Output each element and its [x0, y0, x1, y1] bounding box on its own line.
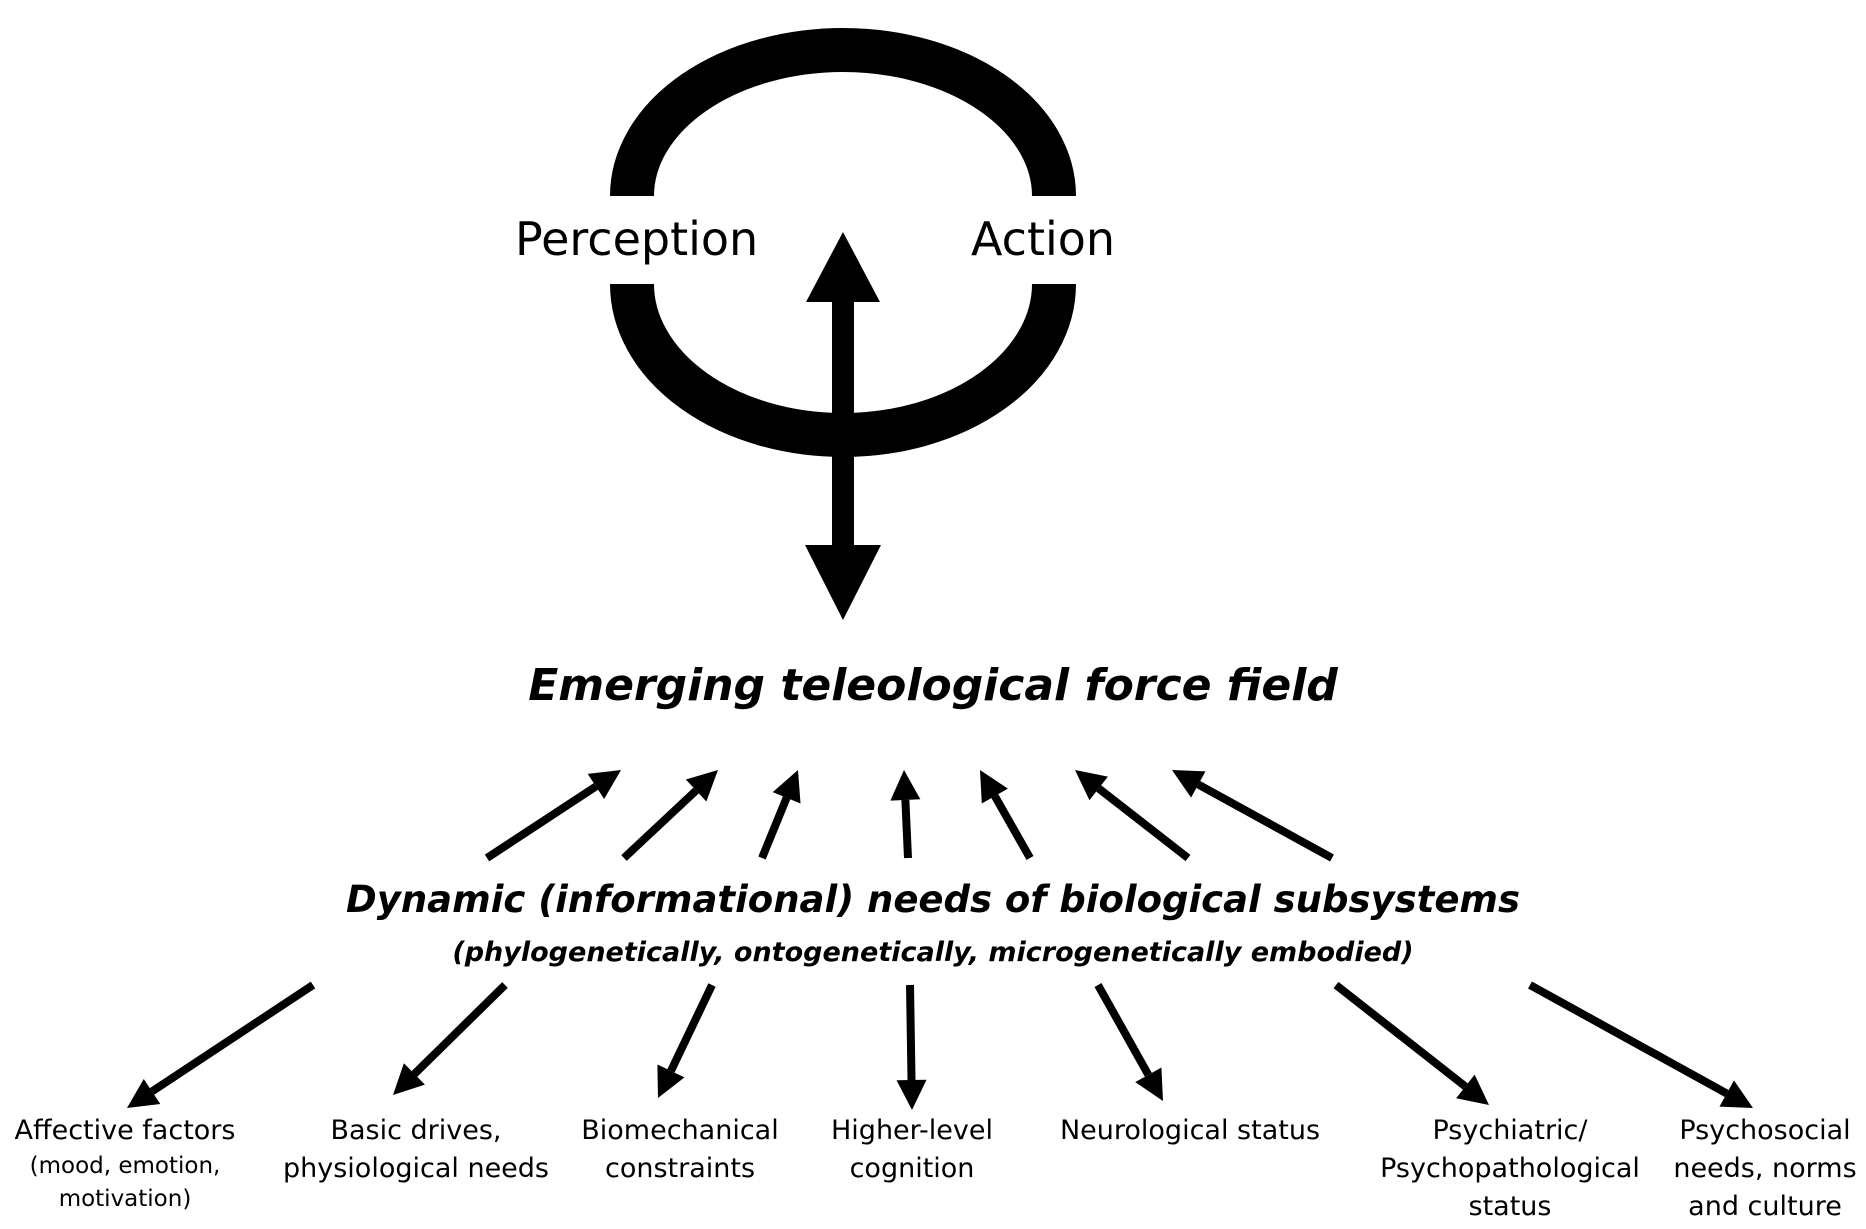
converging-arrow-shaft — [621, 787, 699, 861]
factor-line: physiological needs — [283, 1153, 549, 1184]
factor-cognition: Higher-level cognition — [812, 1112, 1012, 1188]
factor-line: constraints — [604, 1153, 756, 1184]
diverging-arrow-shaft — [411, 982, 508, 1077]
action-label: Action — [971, 212, 1116, 266]
diverging-arrow-shaft — [149, 981, 316, 1095]
factor-neurological: Neurological status — [1040, 1112, 1340, 1150]
loop-top-arc — [610, 28, 1076, 197]
diverging-arrows — [127, 981, 1753, 1110]
factor-line: Psychopathological — [1380, 1153, 1640, 1184]
diverging-arrow-head — [1456, 1074, 1489, 1105]
converging-arrow-shaft — [758, 796, 791, 860]
diverging-arrow-head — [657, 1064, 685, 1098]
factor-line: status — [1468, 1191, 1552, 1222]
factor-affective: Affective factors (mood, emotion, motiva… — [0, 1112, 250, 1216]
converging-arrows — [484, 770, 1334, 862]
factor-line: and culture — [1688, 1191, 1842, 1222]
diverging-arrow-shaft — [906, 984, 916, 1081]
converging-arrow-shaft — [1096, 785, 1191, 862]
factor-line: Higher-level — [831, 1115, 993, 1146]
converging-arrow-head — [1172, 770, 1206, 798]
central-arrow-shaft — [832, 290, 854, 552]
factor-line: Basic drives, — [330, 1115, 502, 1146]
diverging-arrow-shaft — [1333, 981, 1468, 1090]
factor-psychiatric: Psychiatric/ Psychopathological status — [1365, 1112, 1655, 1226]
needs-subtitle: (phylogenetically, ontogenetically, micr… — [452, 937, 1414, 968]
factor-line: needs, norms — [1673, 1153, 1857, 1184]
diverging-arrow-head — [393, 1063, 425, 1095]
factor-detail-line: motivation) — [58, 1186, 192, 1212]
factor-line: Psychiatric/ — [1432, 1115, 1588, 1146]
diverging-arrow-shaft — [1094, 983, 1152, 1077]
factor-biomechanical: Biomechanical constraints — [570, 1112, 790, 1188]
central-arrow-down-head — [805, 545, 881, 620]
factor-line: Neurological status — [1059, 1115, 1321, 1146]
converging-arrow-shaft — [901, 799, 912, 859]
force-field-title: Emerging teleological force field — [528, 660, 1338, 711]
diverging-arrow-shaft — [667, 983, 716, 1073]
perception-label: Perception — [515, 212, 759, 266]
diverging-arrow-head — [1135, 1067, 1163, 1101]
factor-line: cognition — [849, 1153, 975, 1184]
diverging-arrow-head — [127, 1078, 161, 1108]
converging-arrow-shaft — [991, 794, 1034, 860]
diverging-arrow-head — [896, 1079, 927, 1110]
converging-arrow-head — [890, 770, 921, 801]
converging-arrow-head — [1075, 770, 1108, 801]
central-arrow-up-head — [806, 232, 880, 302]
converging-arrow-head — [772, 770, 801, 804]
diverging-arrow-head — [1719, 1080, 1753, 1108]
factor-line: Biomechanical — [581, 1115, 779, 1146]
converging-arrow-shaft — [484, 783, 599, 862]
diverging-arrow-shaft — [1528, 981, 1729, 1098]
factor-line: Psychosocial — [1679, 1115, 1851, 1146]
factor-line: Affective factors — [14, 1115, 236, 1146]
factor-basic-drives: Basic drives, physiological needs — [276, 1112, 556, 1188]
converging-arrow-shaft — [1196, 780, 1334, 862]
factor-psychosocial: Psychosocial needs, norms and culture — [1670, 1112, 1860, 1226]
converging-arrow-head — [587, 770, 621, 800]
factor-detail-line: (mood, emotion, — [29, 1153, 221, 1179]
converging-arrow-head — [980, 770, 1008, 804]
needs-title: Dynamic (informational) needs of biologi… — [346, 878, 1520, 921]
converging-arrow-head — [685, 770, 718, 802]
